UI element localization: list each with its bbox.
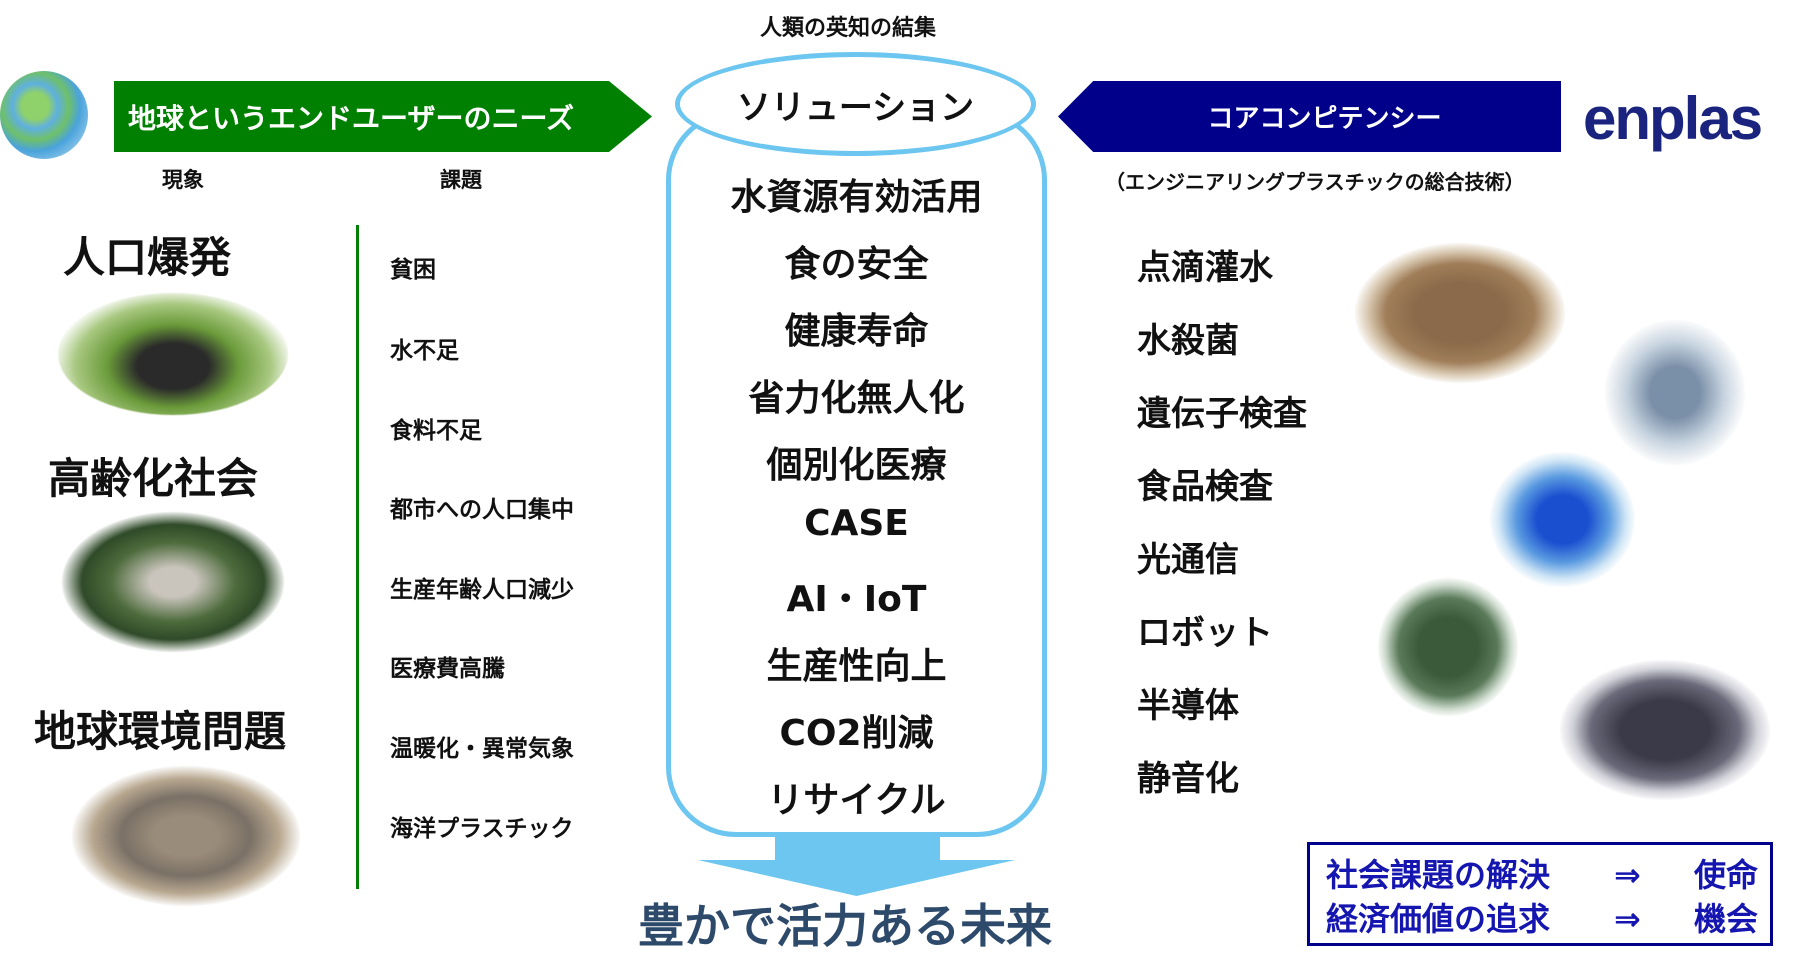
needs-banner: 地球というエンドユーザーのニーズ [114, 81, 652, 152]
technology-item: 食品検査 [1137, 467, 1273, 507]
solution-item: CASE [804, 503, 909, 544]
issue-item: 食料不足 [390, 418, 482, 444]
divider-line [356, 225, 359, 889]
environment-image [72, 766, 300, 906]
solution-capsule [666, 110, 1047, 837]
core-competency-banner: コアコンピテンシー [1058, 81, 1561, 152]
down-arrow-shaft [775, 837, 940, 863]
enplas-logo: enplas [1583, 85, 1763, 152]
solution-item: 健康寿命 [784, 311, 929, 352]
technology-item: 光通信 [1137, 540, 1239, 580]
lab-image [1605, 320, 1745, 465]
aging-image [62, 512, 284, 652]
mission-right: 機会 [1694, 900, 1759, 938]
mission-right: 使命 [1694, 856, 1759, 894]
issue-item: 水不足 [390, 338, 459, 364]
phenomenon-title: 高齢化社会 [48, 454, 259, 503]
issues-label: 課題 [440, 168, 482, 192]
phenomena-label: 現象 [162, 168, 204, 192]
issue-item: 生産年齢人口減少 [390, 577, 574, 603]
population-image [58, 293, 288, 415]
mission-row: 経済価値の追求 ⇒ 機会 [1326, 897, 1770, 941]
mission-left: 社会課題の解決 [1326, 856, 1551, 894]
phenomenon-title: 人口爆発 [63, 233, 232, 282]
technology-item: 半導体 [1137, 686, 1239, 726]
globe-icon [0, 71, 88, 159]
solution-item: AI・IoT [786, 579, 927, 620]
solution-item: 省力化無人化 [748, 378, 965, 419]
solution-title: ソリューション [675, 52, 1036, 156]
circuit-board-image [1378, 578, 1518, 716]
water-image [1490, 452, 1635, 587]
solution-title-label: ソリューション [736, 87, 975, 128]
technology-item: 水殺菌 [1137, 321, 1239, 361]
arrow-icon: ⇒ [1614, 900, 1641, 938]
phenomenon-title: 地球環境問題 [34, 707, 287, 756]
mission-left: 経済価値の追求 [1326, 900, 1551, 938]
solution-item: 食の安全 [784, 244, 929, 285]
needs-banner-label: 地球というエンドユーザーのニーズ [128, 101, 575, 135]
solution-item: 生産性向上 [766, 646, 947, 687]
technology-item: 遺伝子検査 [1137, 394, 1307, 434]
future-statement: 豊かで活力ある未来 [638, 899, 1052, 953]
network-image [1560, 660, 1770, 800]
issue-item: 温暖化・異常気象 [390, 736, 574, 762]
technology-item: ロボット [1137, 613, 1273, 653]
mission-row: 社会課題の解決 ⇒ 使命 [1326, 853, 1770, 897]
arrow-icon: ⇒ [1614, 856, 1641, 894]
solution-item: 水資源有効活用 [730, 177, 983, 218]
irrigation-image [1355, 243, 1565, 383]
mission-box: 社会課題の解決 ⇒ 使命 経済価値の追求 ⇒ 機会 [1307, 842, 1773, 946]
core-subtitle: （エンジニアリングプラスチックの総合技術） [1105, 170, 1525, 194]
issue-item: 医療費高騰 [390, 656, 505, 682]
technology-item: 静音化 [1137, 759, 1239, 799]
core-banner-label: コアコンピテンシー [1207, 104, 1442, 134]
issue-item: 海洋プラスチック [390, 816, 574, 842]
solution-item: CO2削減 [779, 713, 934, 754]
top-caption: 人類の英知の結集 [759, 16, 936, 41]
solution-item: リサイクル [767, 780, 946, 821]
issue-item: 都市への人口集中 [390, 497, 574, 523]
issue-item: 貧困 [390, 257, 436, 283]
technology-item: 点滴灌水 [1137, 248, 1273, 288]
solution-item: 個別化医療 [766, 445, 947, 486]
